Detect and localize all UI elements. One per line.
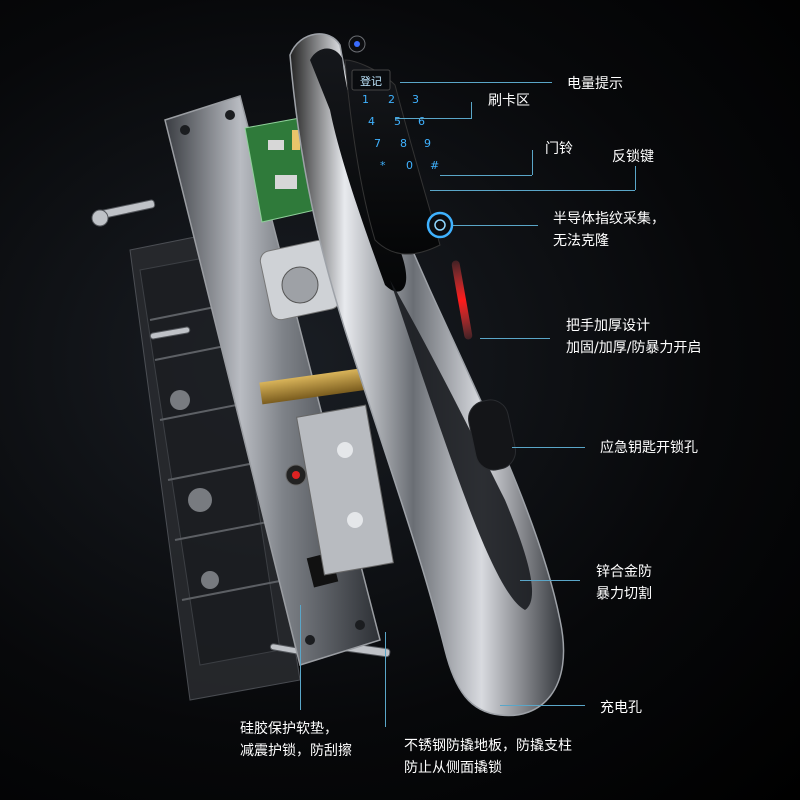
doorbell-line xyxy=(440,175,532,176)
keypad-key[interactable]: 0 xyxy=(406,159,413,172)
charge-line xyxy=(500,705,585,706)
handle-body: 登记 1 2 3 4 5 6 7 8 9 * 0 # xyxy=(289,33,565,717)
charge-callout: 充电孔 xyxy=(600,700,642,716)
keypad-key[interactable]: 5 xyxy=(394,115,401,128)
battery-line xyxy=(400,82,552,83)
doorbell-callout: 门铃 xyxy=(545,141,573,157)
keypad-key[interactable]: * xyxy=(380,159,386,172)
keypad-key[interactable]: 8 xyxy=(400,137,407,150)
antilock-callout: 反锁键 xyxy=(612,149,654,165)
keypad-key[interactable]: 2 xyxy=(388,93,395,106)
keypad-key[interactable]: 6 xyxy=(418,115,425,128)
keypad-key[interactable]: 1 xyxy=(362,93,369,106)
keypad[interactable]: 1 2 3 4 5 6 7 8 9 * 0 # xyxy=(362,93,439,172)
circuit-board xyxy=(244,117,316,223)
keyhole-line xyxy=(512,447,585,448)
keypad-key[interactable]: 7 xyxy=(374,137,381,150)
card-line xyxy=(395,118,472,119)
handle-callout: 把手加厚设计 加固/加厚/防暴力开启 xyxy=(566,318,702,356)
battery-callout: 电量提示 xyxy=(567,76,623,92)
alloy-callout: 锌合金防 暴力切割 xyxy=(596,564,652,602)
antilock-line xyxy=(430,190,635,191)
fingerprint-callout: 半导体指纹采集， 无法克隆 xyxy=(553,211,665,249)
keypad-key[interactable]: 4 xyxy=(368,115,375,128)
gasket-callout: 硅胶保护软垫， 减震护锁，防刮擦 xyxy=(240,721,352,759)
plate-line xyxy=(385,632,386,727)
keyhole-callout: 应急钥匙开锁孔 xyxy=(600,440,698,456)
gasket-line xyxy=(300,605,301,710)
alloy-line xyxy=(520,580,580,581)
handle-line xyxy=(480,338,550,339)
fingerprint-line xyxy=(453,225,538,226)
keypad-key[interactable]: 9 xyxy=(424,137,431,150)
keypad-key[interactable]: # xyxy=(430,159,439,172)
keypad-screen: 登记 xyxy=(360,74,382,88)
keypad-key[interactable]: 3 xyxy=(412,93,419,106)
plate-callout: 不锈钢防撬地板，防撬支柱 防止从侧面撬锁 xyxy=(404,738,572,776)
back-mechanism xyxy=(129,229,301,701)
card-callout: 刷卡区 xyxy=(488,93,530,109)
